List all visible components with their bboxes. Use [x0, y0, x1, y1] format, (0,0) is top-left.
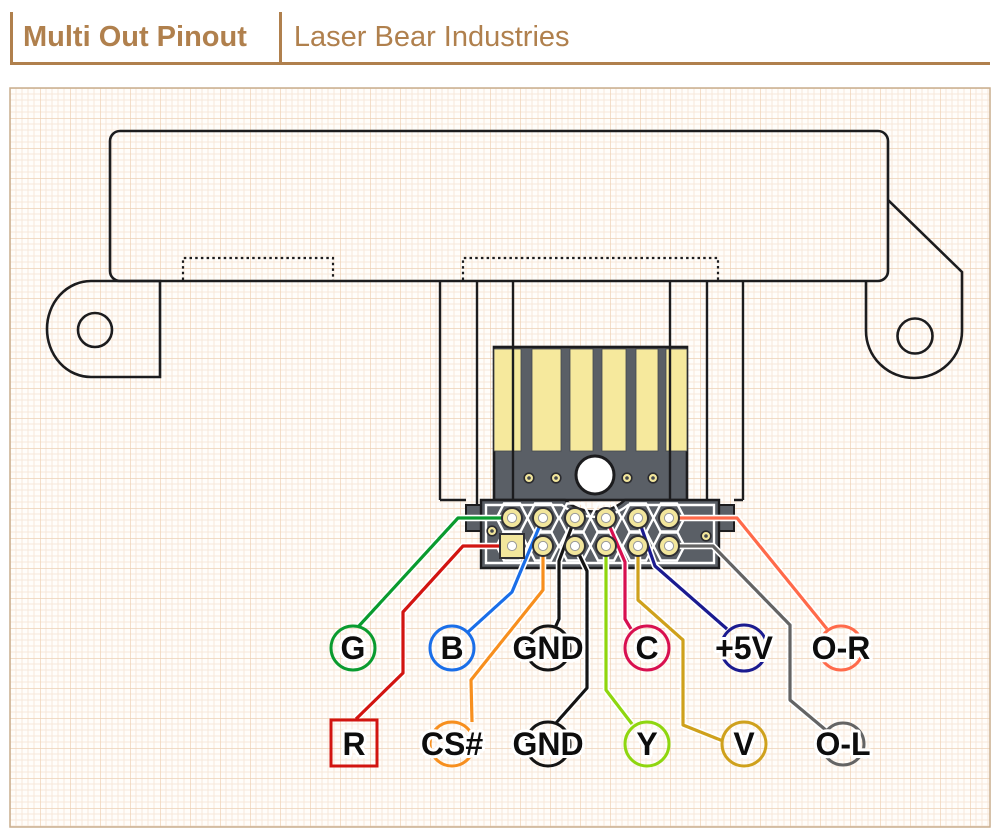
pin	[532, 507, 554, 529]
pin	[658, 507, 680, 529]
pin-label-g: G	[329, 624, 377, 672]
gold-finger	[569, 348, 594, 452]
gold-fingers	[493, 348, 688, 452]
gold-finger	[531, 348, 562, 452]
card-edge	[492, 282, 689, 502]
via	[486, 525, 498, 537]
mounting-hole-left	[76, 311, 114, 349]
svg-text:Y: Y	[636, 726, 657, 762]
pin	[564, 507, 586, 529]
svg-text:C: C	[635, 630, 658, 666]
dotted-hidden-edge-right	[461, 256, 720, 280]
svg-text:G: G	[341, 630, 366, 666]
connector-outline	[45, 129, 964, 505]
pin	[501, 507, 523, 529]
pin-label-gnd-bottom: GND	[509, 720, 587, 768]
pins	[499, 507, 680, 559]
pin-label-5v: +5V	[712, 623, 777, 673]
chassis-body	[108, 129, 890, 283]
svg-text:O-L: O-L	[815, 726, 870, 762]
via	[621, 472, 633, 484]
svg-text:+5V: +5V	[715, 630, 773, 666]
pin	[595, 535, 617, 557]
pin	[532, 535, 554, 557]
page-title: Multi Out Pinout	[23, 20, 247, 53]
pin-label-v: V	[720, 720, 768, 768]
pin-label-o-r: O-R	[809, 624, 873, 672]
mounting-ear-left	[45, 279, 162, 379]
gold-finger	[635, 348, 659, 452]
pin	[658, 535, 680, 557]
pin	[627, 535, 649, 557]
gold-finger	[493, 348, 522, 452]
pin-1-square-pad	[499, 533, 525, 559]
header: Multi Out Pinout Laser Bear Industries	[10, 12, 990, 65]
via	[700, 530, 712, 542]
pin	[627, 507, 649, 529]
gold-finger	[665, 348, 688, 452]
pin	[564, 535, 586, 557]
mounting-hole-right	[896, 317, 934, 355]
pin	[595, 507, 617, 529]
pin-label-gnd-top: GND	[509, 624, 587, 672]
pin-labels: G B GND C +5V O-R R CS#	[329, 623, 874, 768]
housing-inner-lines	[511, 282, 672, 499]
company-name: Laser Bear Industries	[293, 20, 570, 53]
card-hole	[574, 454, 616, 496]
pin-label-r: R	[329, 718, 379, 768]
gold-finger	[601, 348, 627, 452]
housing-lines	[438, 282, 745, 505]
svg-text:B: B	[440, 630, 463, 666]
pin-label-o-l: O-L	[812, 721, 874, 767]
svg-text:GND: GND	[512, 630, 583, 666]
svg-text:R: R	[342, 726, 365, 762]
svg-text:V: V	[733, 726, 755, 762]
via	[550, 472, 562, 484]
svg-text:O-R: O-R	[812, 630, 871, 666]
dotted-hidden-edge-left	[181, 256, 335, 280]
pin-label-b: B	[428, 624, 476, 672]
svg-text:CS#: CS#	[421, 726, 483, 762]
header-divider	[278, 12, 282, 62]
via	[523, 472, 535, 484]
pin-label-c: C	[623, 624, 671, 672]
mounting-ear-right	[864, 199, 964, 380]
via	[647, 472, 659, 484]
svg-text:GND: GND	[512, 726, 583, 762]
pin-label-y: Y	[623, 720, 671, 768]
pin-label-cs: CS#	[418, 720, 486, 768]
